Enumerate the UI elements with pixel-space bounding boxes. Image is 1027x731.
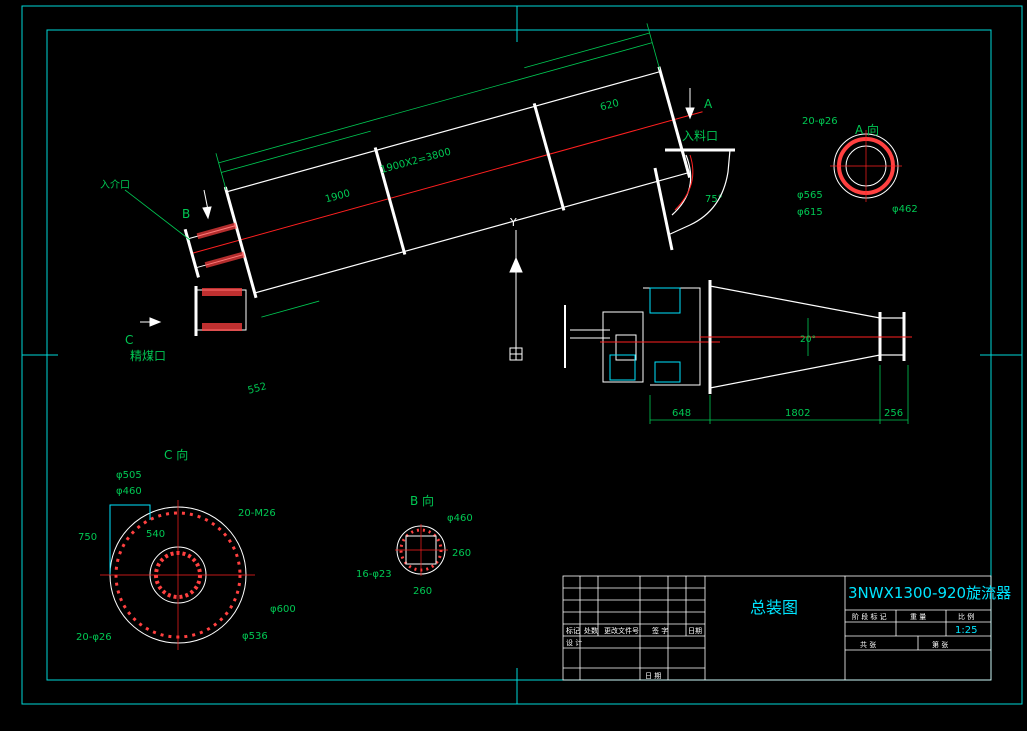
view-C-d536: φ536: [242, 631, 268, 642]
view-B-d260w: 260: [413, 586, 432, 597]
drawing-frame: [21, 5, 1023, 705]
arrow-A: [685, 88, 695, 120]
title-block: [562, 575, 992, 681]
view-A-d462: φ462: [892, 204, 918, 215]
arrow-C: [140, 317, 162, 327]
dim-256: 256: [884, 408, 903, 419]
main-cylinder: [183, 23, 703, 318]
view-B-d260h: 260: [452, 548, 471, 559]
view-A-holes: 20-φ26: [802, 116, 838, 127]
dim-552: 552: [247, 381, 268, 397]
arrow-B: [202, 189, 212, 220]
view-A-d565: φ565: [797, 190, 823, 201]
label-inlet-feed: 入介口: [100, 179, 130, 191]
model-name: 3NWX1300-920旋流器: [848, 584, 1011, 602]
view-B-d460: φ460: [447, 513, 473, 524]
dim-648: 648: [672, 408, 691, 419]
label-arrow-A: A: [704, 97, 713, 111]
dim-1900: 1900: [324, 188, 351, 205]
view-C-d540: 540: [146, 529, 165, 540]
drawing-name: 总装图: [750, 598, 798, 617]
dim-620: 620: [599, 98, 620, 114]
view-C-d600: φ600: [270, 604, 296, 615]
scale-value: 1:25: [955, 625, 977, 636]
tb-row-2: 处数: [584, 626, 598, 635]
dim-20deg: 20°: [800, 335, 816, 345]
bottom-dimensions: [649, 365, 909, 424]
dim-75: 75°: [705, 194, 723, 205]
tb-designer: 设 计: [566, 638, 582, 647]
label-outlet-coal: 精煤口: [130, 349, 166, 363]
view-C-d750: 750: [78, 532, 97, 543]
view-A: [830, 130, 902, 202]
tb-stage: 阶 段 标 记: [852, 612, 887, 621]
label-inlet-material: 入料口: [682, 129, 718, 143]
view-C: [100, 500, 255, 650]
tb-row-4: 签 字: [652, 626, 668, 635]
view-C-d505: φ505: [116, 470, 142, 481]
dim-1900x2: 1900X2=3800: [379, 147, 452, 176]
view-B-title: B 向: [410, 493, 434, 508]
inlet-elbow: [653, 148, 735, 251]
tb-row-1: 标记: [566, 626, 580, 635]
outlet-flange: [194, 286, 247, 336]
y-axis-symbol: [509, 230, 523, 361]
tb-date: 日 期: [645, 672, 661, 680]
view-C-m26: 20-M26: [238, 508, 276, 519]
view-A-d615: φ615: [797, 207, 823, 218]
dim-1802: 1802: [785, 408, 810, 419]
view-A-title: A 向: [855, 122, 879, 137]
tb-weight: 重 量: [910, 613, 926, 621]
view-C-title: C 向: [164, 447, 188, 462]
view-C-holes: 20-φ26: [76, 632, 112, 643]
view-B-holes: 16-φ23: [356, 569, 392, 580]
label-arrow-B: B: [182, 207, 190, 221]
tb-sheet-no: 第 张: [932, 640, 948, 649]
label-arrow-C: C: [125, 333, 133, 347]
label-axis-Y: Y: [509, 216, 517, 229]
tb-row-5: 日期: [688, 627, 702, 635]
view-B: [395, 524, 448, 576]
view-C-d460: φ460: [116, 486, 142, 497]
tb-sheet-total: 共 张: [860, 640, 876, 649]
tb-row-3: 更改文件号: [604, 626, 639, 635]
tb-scale: 比 例: [958, 612, 974, 621]
